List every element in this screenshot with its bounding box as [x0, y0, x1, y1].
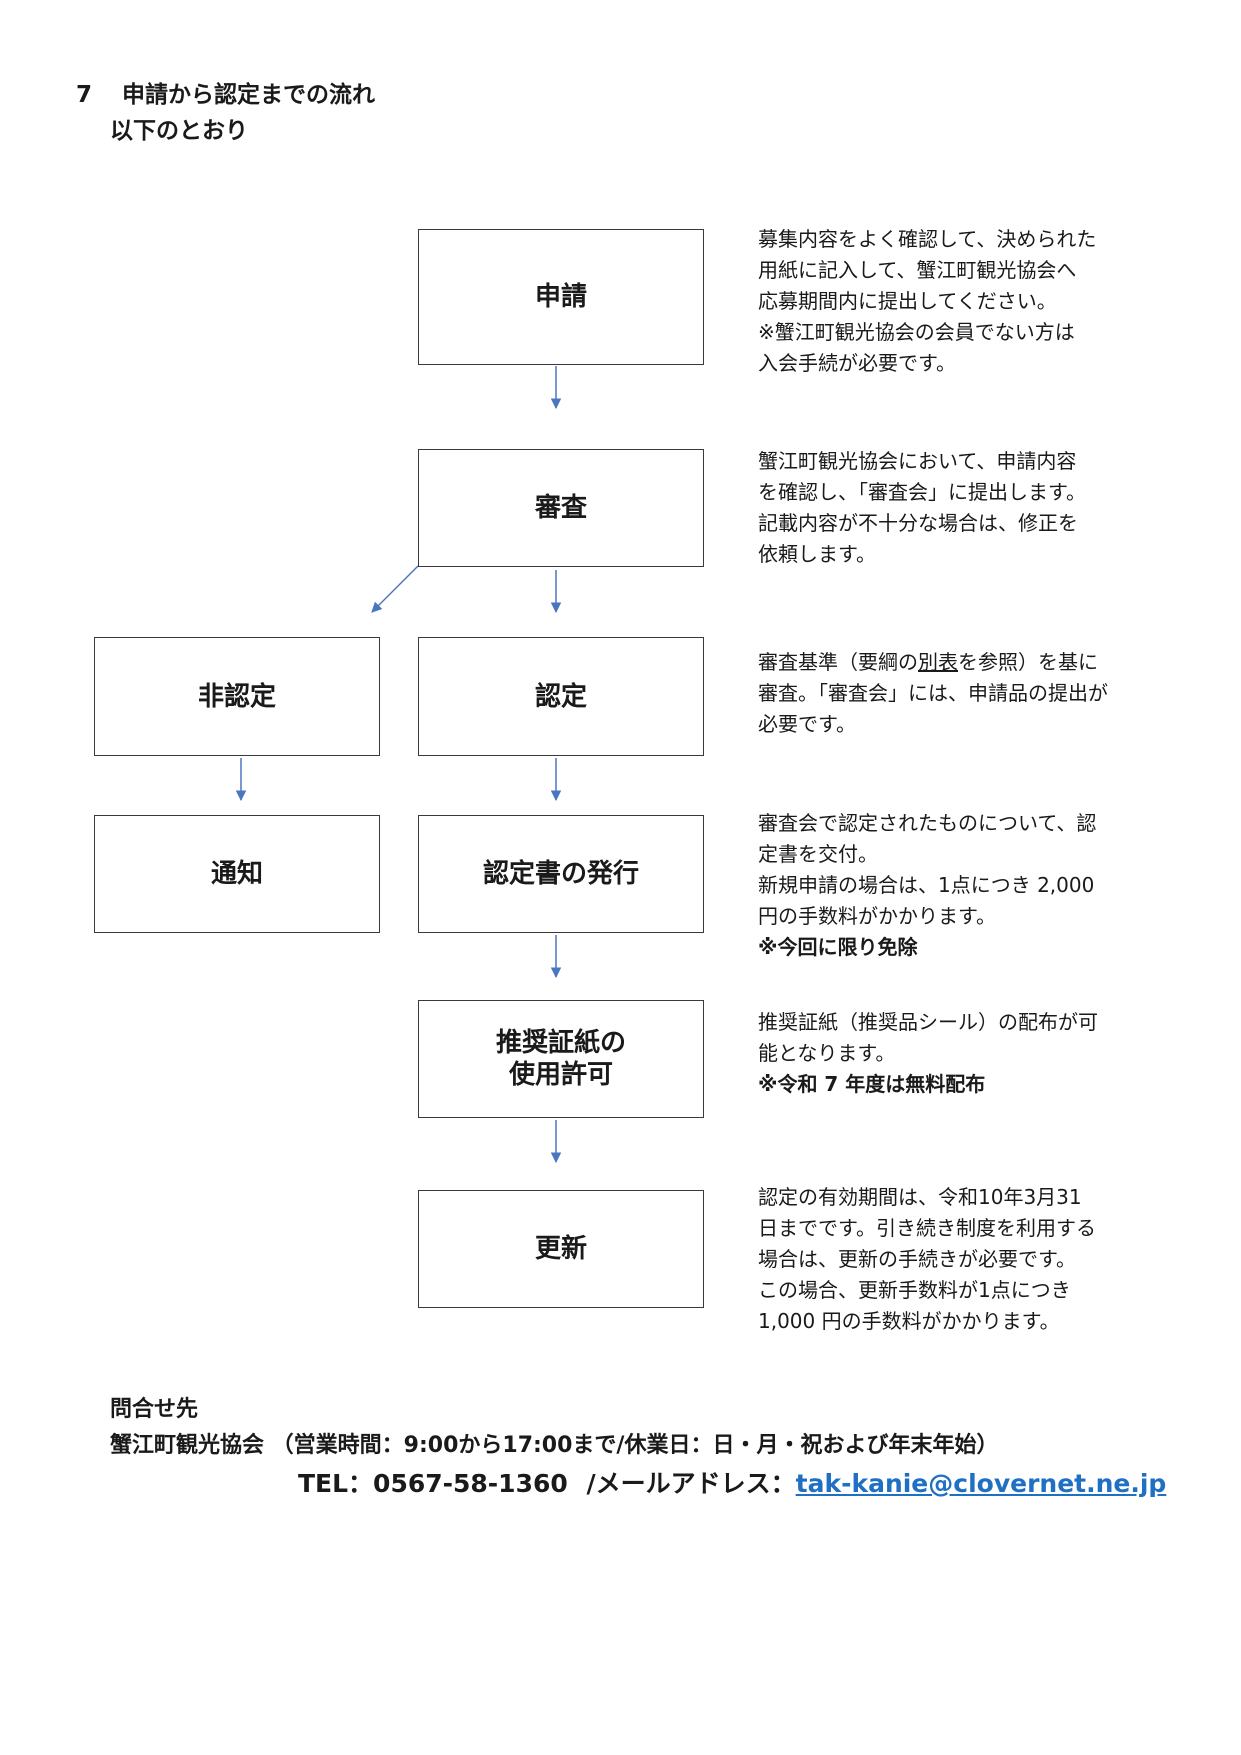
contact-label: 問合せ先 [110, 1397, 199, 1422]
note-renew: 認定の有効期間は、令和10年3月31 日までです。引き続き制度を利用する 場合は… [758, 1182, 1096, 1337]
note-line: 依頼します。 [758, 542, 876, 566]
flow-label-review: 審査 [534, 493, 587, 523]
note-line: 審査。「審査会」には、申請品の提出が [758, 681, 1108, 705]
note-line: 審査基準（要綱の別表を参照）を基に [758, 647, 1108, 678]
note-line: 審査会で認定されたものについて、認 [758, 811, 1097, 835]
note-emphasis: ※今回に限り免除 [758, 935, 918, 959]
flow-box-renew: 更新 [418, 1190, 704, 1308]
note-line: 定書を交付。 [758, 842, 878, 866]
flow-box-certified: 認定 [418, 637, 704, 756]
note-permit: 推奨証紙（推奨品シール）の配布が可 能となります。 ※令和 7 年度は無料配布 [758, 1007, 1098, 1100]
flow-label-not-certified: 非認定 [197, 681, 276, 712]
contact-org-line: 蟹江町観光協会 （営業時間：9:00から17:00まで/休業日：日・月・祝および… [110, 1433, 999, 1458]
flow-box-apply: 申請 [418, 229, 704, 365]
contact-tel-line: TEL：0567-58-1360 /メールアドレス：tak-kanie@clov… [298, 1466, 1166, 1502]
note-line: 新規申請の場合は、1点につき 2,000 [758, 873, 1095, 897]
note-line: この場合、更新手数料が1点につき [758, 1278, 1071, 1302]
flow-box-permit: 推奨証紙の 使用許可 [418, 1000, 704, 1118]
note-line: 円の手数料がかかります。 [758, 904, 996, 928]
email-label: /メールアドレス： [586, 1469, 796, 1498]
note-line: 能となります。 [758, 1041, 896, 1065]
flow-box-notify: 通知 [94, 815, 380, 933]
note-line: 場合は、更新の手続きが必要です。 [758, 1247, 1076, 1271]
note-line: 募集内容をよく確認して、決められた [758, 227, 1097, 251]
flow-label-permit-line1: 推奨証紙の [495, 1028, 626, 1058]
arrow-review-not-certified [371, 565, 419, 613]
note-text: 審査基準（要綱の [758, 650, 918, 674]
note-text: を参照）を基に [958, 650, 1098, 674]
note-line: を確認し、「審査会」に提出します。 [758, 480, 1086, 504]
note-certify: 審査基準（要綱の別表を参照）を基に 審査。「審査会」には、申請品の提出が 必要で… [758, 647, 1108, 740]
flow-box-not-certified: 非認定 [94, 637, 380, 756]
contact-tel: TEL：0567-58-1360 [298, 1469, 568, 1498]
email-link[interactable]: tak-kanie@clovernet.ne.jp [795, 1469, 1167, 1498]
note-line: 日までです。引き続き制度を利用する [758, 1216, 1096, 1240]
section-title: 申請から認定までの流れ [122, 82, 376, 108]
flow-label-certified: 認定 [534, 681, 587, 712]
note-issue: 審査会で認定されたものについて、認 定書を交付。 新規申請の場合は、1点につき … [758, 808, 1096, 963]
appendix-reference: 別表 [918, 650, 958, 674]
flow-label-permit-line2: 使用許可 [508, 1060, 613, 1090]
note-line: 入会手続が必要です。 [758, 351, 956, 375]
note-line: 必要です。 [758, 712, 856, 736]
note-line: 記載内容が不十分な場合は、修正を [758, 511, 1078, 535]
note-line: ※蟹江町観光協会の会員でない方は [758, 320, 1075, 344]
note-line: 認定の有効期間は、令和10年3月31 [758, 1185, 1082, 1209]
note-line: 応募期間内に提出してください。 [758, 289, 1057, 313]
flow-label-notify: 通知 [210, 859, 263, 889]
note-review: 蟹江町観光協会において、申請内容 を確認し、「審査会」に提出します。 記載内容が… [758, 446, 1086, 570]
note-emphasis: ※令和 7 年度は無料配布 [758, 1072, 986, 1096]
section-subtitle: 以下のとおり [110, 118, 248, 144]
flow-label-issue: 認定書の発行 [482, 859, 639, 889]
note-line: 蟹江町観光協会において、申請内容 [758, 449, 1077, 473]
note-line: 1,000 円の手数料がかかります。 [758, 1309, 1060, 1333]
note-line: 推奨証紙（推奨品シール）の配布が可 [758, 1010, 1098, 1034]
note-apply: 募集内容をよく確認して、決められた 用紙に記入して、蟹江町観光協会へ 応募期間内… [758, 224, 1096, 379]
section-heading: 7 申請から認定までの流れ [76, 76, 375, 114]
section-number: 7 [76, 82, 93, 108]
flow-box-issue: 認定書の発行 [418, 815, 704, 933]
note-line: 用紙に記入して、蟹江町観光協会へ [758, 258, 1077, 282]
flow-label-renew: 更新 [534, 1234, 587, 1264]
flow-box-review: 審査 [418, 449, 704, 567]
flow-label-apply: 申請 [534, 282, 587, 312]
